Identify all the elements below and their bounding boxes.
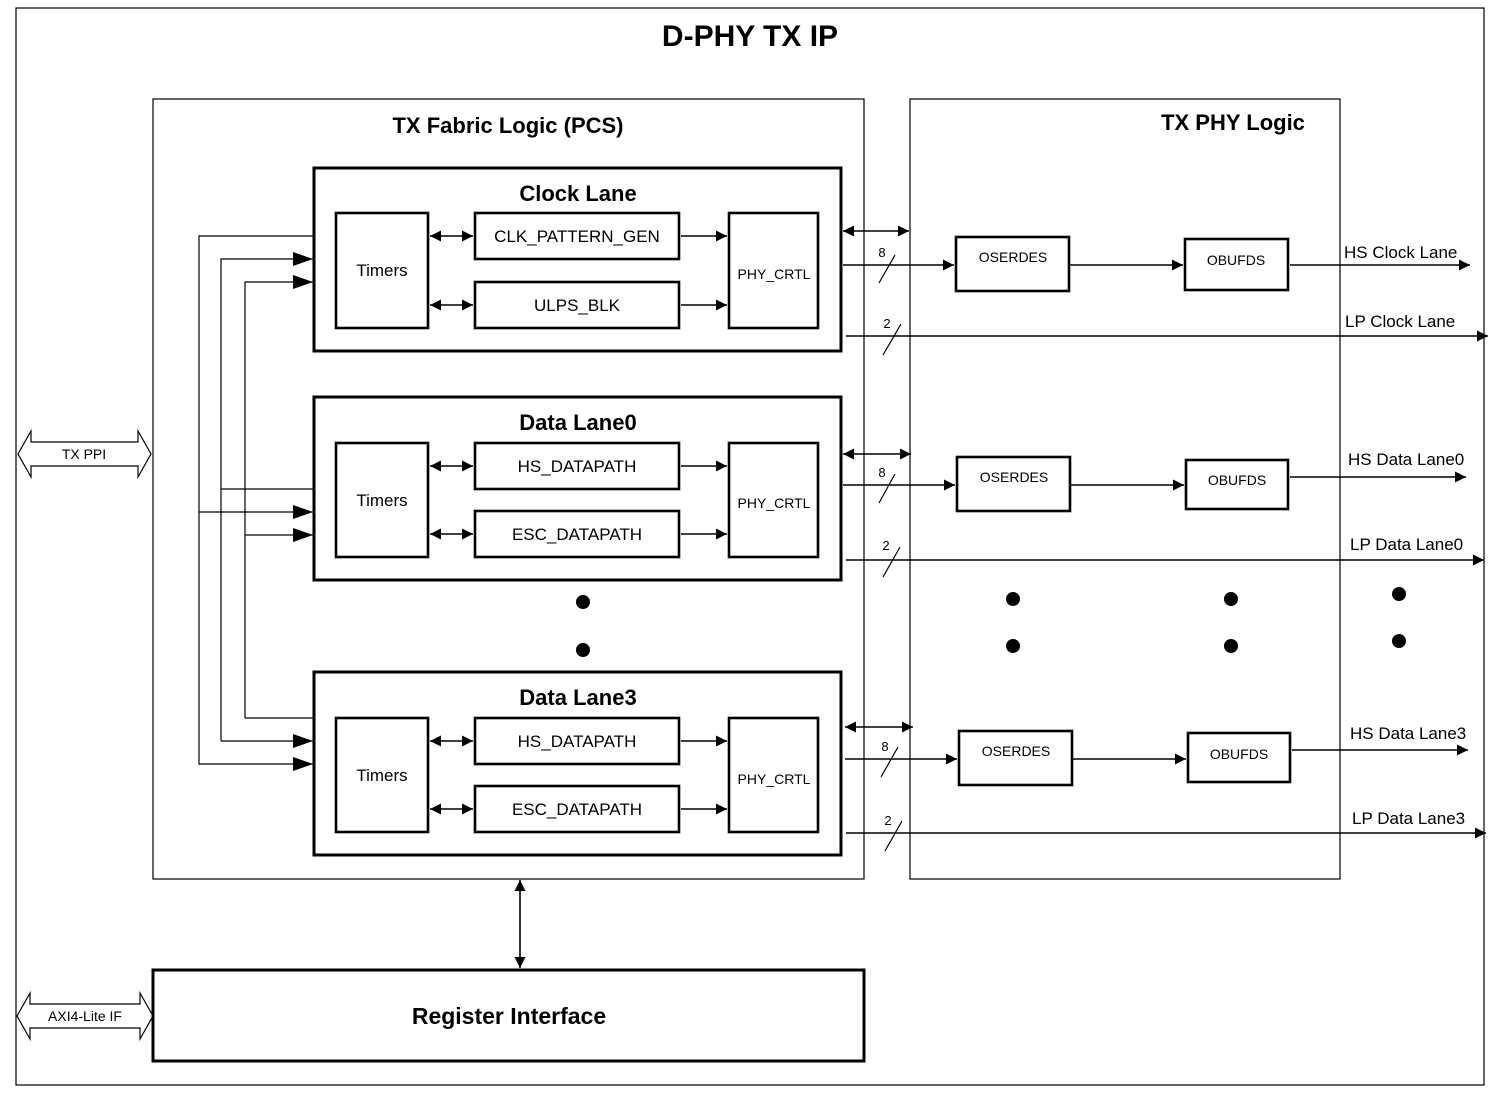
phy-data0-path: 8 OSERDES OBUFDS HS Data Lane0 2 LP Data…: [843, 448, 1484, 578]
phy-crtl-box: [727, 716, 820, 834]
lane-title: Data Lane3: [519, 685, 636, 710]
hs-datapath-label: HS_DATAPATH: [518, 732, 637, 751]
phy-crtl-box: [727, 211, 820, 330]
lane-data3: Data Lane3 Timers HS_DATAPATH ESC_DATAPA…: [312, 670, 843, 857]
phy-crtl-box: [727, 441, 820, 559]
lp-output-label: LP Data Lane3: [1352, 809, 1465, 828]
obufds-label: OBUFDS: [1208, 472, 1266, 488]
phy-crtl-label: PHY_CRTL: [738, 771, 811, 787]
lane-title: Data Lane0: [519, 410, 636, 435]
timers-label: Timers: [356, 261, 407, 280]
tx-ppi-arrow: [17, 428, 152, 480]
ip-boundary: [15, 7, 1485, 1086]
ulps-blk-box: [473, 280, 681, 330]
hs-output-label: HS Data Lane3: [1350, 724, 1466, 743]
oserdes-label: OSERDES: [982, 743, 1050, 759]
axi-port: AXI4-Lite IF: [16, 990, 154, 1042]
tx-ppi-port: TX PPI: [17, 428, 152, 480]
lane-box: [312, 670, 843, 857]
ellipsis-dot: [576, 595, 590, 609]
bus-width-hs: 8: [878, 465, 885, 480]
ppi-wire-arrowhead: [293, 528, 313, 542]
esc-datapath-box: [473, 509, 681, 559]
register-interface-box: [151, 968, 866, 1063]
ppi-wire-arrowhead: [293, 275, 313, 289]
axi-label: AXI4-Lite IF: [48, 1008, 122, 1024]
timers-box: [334, 716, 430, 834]
esc-datapath-label: ESC_DATAPATH: [512, 800, 642, 819]
ppi-wire-arrowhead: [293, 505, 313, 519]
hs-output-label: HS Clock Lane: [1344, 243, 1457, 262]
bus-width-hs: 8: [878, 245, 885, 260]
register-interface-label: Register Interface: [412, 1003, 606, 1029]
bus-width-hs: 8: [881, 739, 888, 754]
hs-datapath-box: [473, 716, 681, 766]
esc-datapath-label: ESC_DATAPATH: [512, 525, 642, 544]
ulps-blk-label: ULPS_BLK: [534, 296, 621, 315]
clk-pattern-gen-label: CLK_PATTERN_GEN: [494, 227, 660, 246]
bus-width-lp: 2: [883, 316, 890, 331]
oserdes-box: [954, 235, 1071, 293]
timers-label: Timers: [356, 491, 407, 510]
fabric-logic-box: [152, 98, 865, 880]
hs-datapath-box: [473, 441, 681, 491]
bus-width-lp: 2: [884, 813, 891, 828]
phy-data3-path: 8 OSERDES OBUFDS HS Data Lane3 2 LP Data…: [845, 721, 1486, 852]
lane-box: [312, 395, 843, 582]
clk-pattern-gen-box: [473, 211, 681, 261]
lp-output-label: LP Data Lane0: [1350, 535, 1463, 554]
ppi-wire-arrowhead: [293, 734, 313, 748]
ppi-bus-arrowheads: [293, 252, 313, 771]
timers-box: [334, 211, 430, 330]
lp-output-label: LP Clock Lane: [1345, 312, 1455, 331]
phy-crtl-label: PHY_CRTL: [738, 266, 811, 282]
lane-box: [312, 166, 843, 353]
phy-clock-path: 8 OSERDES OBUFDS HS Clock Lane 2 LP Cloc…: [843, 225, 1488, 356]
phy-logic-title: TX PHY Logic: [1161, 110, 1305, 135]
hs-output-label: HS Data Lane0: [1348, 450, 1464, 469]
hs-datapath-label: HS_DATAPATH: [518, 457, 637, 476]
lane-data0: Data Lane0 Timers HS_DATAPATH ESC_DATAPA…: [312, 395, 843, 582]
obufds-label: OBUFDS: [1210, 746, 1268, 762]
ppi-wire-arrowhead: [293, 757, 313, 771]
obufds-label: OBUFDS: [1207, 252, 1265, 268]
lane-title: Clock Lane: [519, 181, 636, 206]
obufds-box: [1184, 458, 1290, 511]
ellipsis-dot: [576, 643, 590, 657]
fabric-logic-title: TX Fabric Logic (PCS): [392, 113, 623, 138]
lane-clock: Clock Lane Timers CLK_PATTERN_GEN ULPS_B…: [312, 166, 843, 353]
obufds-box: [1183, 237, 1290, 292]
oserdes-label: OSERDES: [980, 469, 1048, 485]
timers-label: Timers: [356, 766, 407, 785]
phy-crtl-label: PHY_CRTL: [738, 495, 811, 511]
ip-title: D-PHY TX IP: [662, 20, 838, 53]
oserdes-box: [957, 729, 1074, 787]
phy-logic-box: [909, 98, 1341, 880]
esc-datapath-box: [473, 784, 681, 834]
oserdes-box: [955, 455, 1072, 513]
ppi-bus-wires: [198, 235, 313, 765]
oserdes-label: OSERDES: [979, 249, 1047, 265]
tx-ppi-label: TX PPI: [62, 446, 106, 462]
bus-width-lp: 2: [882, 538, 889, 553]
phy-ellipsis: [1006, 587, 1406, 653]
obufds-box: [1186, 731, 1292, 784]
timers-box: [334, 441, 430, 559]
ppi-wire-arrowhead: [293, 252, 313, 266]
